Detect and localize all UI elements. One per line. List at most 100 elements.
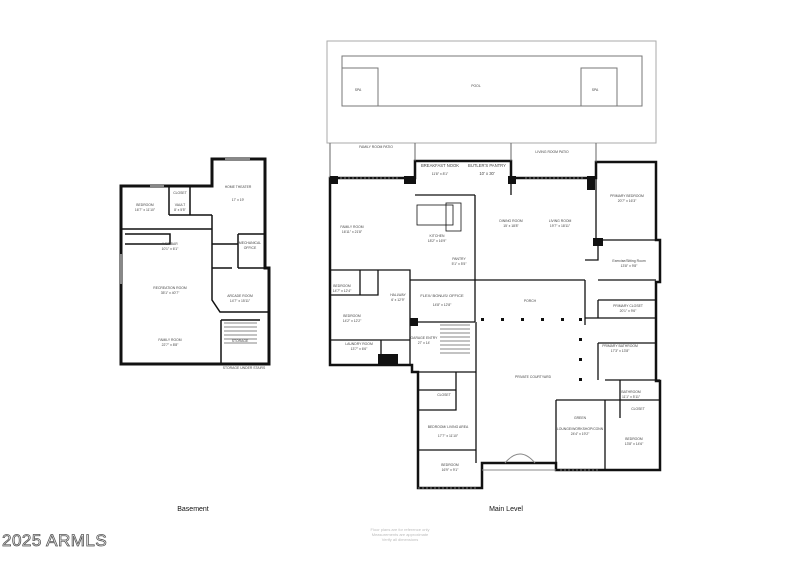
room-exercise-dim: 13'8" x 9'8": [621, 264, 639, 268]
label-spa-left: SPA: [355, 88, 362, 92]
room-bedroom-left: BEDROOM: [343, 314, 361, 318]
room-green: GREEN: [574, 416, 587, 420]
room-garage-entry-dim: 27' x 14': [418, 341, 431, 345]
front-walk: [482, 453, 556, 471]
room-living-dim: 19'7" x 18'11": [550, 224, 571, 228]
room-family-room: FAMILY ROOM: [340, 225, 363, 229]
room-bedroom-bottom: BEDROOM: [441, 463, 459, 467]
room-laundry: LAUNDRY ROOM: [345, 342, 373, 346]
room-primary-closet-dim: 20'1" x 9'6": [620, 309, 638, 313]
room-dining: DINING ROOM: [499, 219, 523, 223]
room-private-courtyard: PRIVATE COURTYARD: [515, 375, 552, 379]
main-level-plan: [326, 40, 662, 490]
room-family-basement-dim: 22'7" x 8'8": [162, 343, 180, 347]
room-arcade-dim: 14'7" x 15'11": [230, 299, 251, 303]
basement-outer-wall: [119, 157, 271, 366]
courtyard-columns: [481, 318, 582, 381]
basement-interior-walls: [121, 186, 269, 364]
room-hallway: HALLWAY: [390, 293, 406, 297]
pool: [341, 55, 643, 107]
room-exercise: Exercise/Sitting Room: [612, 259, 646, 263]
room-pantry: PANTRY: [452, 257, 466, 261]
room-primary-bedroom-dim: 20'7" x 16'3": [618, 199, 637, 203]
room-bathroom-right-dim: 11'1" x 5'11": [622, 395, 641, 399]
room-vault-dim: 8' x 5'5": [174, 208, 187, 212]
room-wet-bar: WET BAR: [162, 242, 178, 246]
room-bedroom-right: BEDROOM: [625, 437, 643, 441]
room-bedroom-bottom-dim: 16'9" x 9'1": [442, 468, 460, 472]
room-primary-closet: PRIMARY CLOSET: [613, 304, 643, 308]
room-laundry-dim: 13'7" x 6'6": [351, 347, 369, 351]
room-primary-bedroom: PRIMARY BEDROOM: [610, 194, 644, 198]
label-pool: POOL: [471, 84, 481, 88]
wall-blocks: [330, 176, 603, 364]
room-recreation-dim: 35'1" x 40'7": [161, 291, 180, 295]
room-living: LIVING ROOM: [549, 219, 572, 223]
room-vault: VAULT: [175, 203, 185, 207]
room-mechanical: MECHANICAL: [239, 241, 261, 245]
label-spa-right: SPA: [592, 88, 599, 92]
room-dining-dim: 15' x 18'8": [503, 224, 519, 228]
footnote-line-3: Verify all dimensions: [381, 537, 419, 542]
room-storage: STORAGE: [232, 339, 249, 343]
main-windows: [340, 177, 600, 489]
spa-left: [341, 67, 379, 107]
footnote-line-1: Floor plans are for reference only: [370, 527, 430, 532]
room-porch: PORCH: [524, 299, 537, 303]
room-family-room-dim: 16'11" x 21'8": [342, 230, 363, 234]
room-closet-right: CLOSET: [631, 407, 645, 411]
room-kitchen: KITCHEN: [430, 234, 445, 238]
room-bedroom-far-left: BEDROOM: [333, 284, 351, 288]
pool-deck: [326, 40, 657, 144]
basement-windows: [120, 158, 250, 284]
room-breakfast: BREAKFAST NOOK: [421, 163, 459, 168]
room-bedroom-living-dim: 17'7" x 11'10": [438, 434, 459, 438]
room-flex-dim: 14'8" x 12'8": [433, 303, 452, 307]
room-recreation: RECREATION ROOM: [153, 286, 187, 290]
room-storage-under: STORAGE UNDER STAIRS: [223, 366, 266, 370]
copyright-watermark: 2025 ARMLS: [2, 531, 108, 551]
kitchen-counter: [445, 202, 462, 232]
room-closet-hall: CLOSET: [437, 393, 451, 397]
main-outer-wall: [328, 159, 662, 490]
room-flex: FLEX/ BONUS/ OFFICE: [420, 293, 464, 298]
room-lounge: LOUNGE/WORKSHOP/CONN: [557, 427, 604, 431]
room-butlers-dim: 10' x 30': [479, 171, 495, 176]
room-garage-entry: GARAGE ENTRY: [411, 336, 439, 340]
room-wet-bar-dim: 10'1" x 6'1": [162, 247, 180, 251]
room-bathroom-right: BATHROOM: [621, 390, 641, 394]
room-bedroom-far-left-dim: 14'7" x 12'4": [333, 289, 352, 293]
room-bedroom-living: BEDROOM/ LIVING AREA: [428, 425, 469, 429]
room-primary-bath: PRIMARY BATHROOM: [602, 344, 638, 348]
room-home-theater-dim: 17' x 19': [232, 198, 245, 202]
kitchen-island: [416, 204, 454, 226]
room-lounge-dim: 24'4" x 19'2": [571, 432, 590, 436]
basement-plan: [119, 157, 271, 366]
room-closet-basement: CLOSET: [173, 191, 187, 195]
room-breakfast-dim: 11'8" x 8'1": [432, 172, 449, 176]
room-bedroom-left-dim: 14'2" x 12'2": [343, 319, 362, 323]
room-home-theater: HOME THEATER: [225, 185, 252, 189]
room-arcade: ARCADE ROOM: [227, 294, 253, 298]
room-bedroom-basement-dim: 16'7" x 11'10": [135, 208, 156, 212]
basement-stairs: [224, 322, 257, 344]
room-bedroom-right-dim: 13'8" x 14'6": [625, 442, 644, 446]
room-butlers: BUTLER'S PANTRY: [468, 163, 506, 168]
room-mechanical-dim: OFFICE: [244, 246, 257, 250]
room-hallway-dim: 6' x 12'9": [391, 298, 405, 302]
main-stairs: [440, 324, 470, 354]
label-family-patio: FAMILY ROOM PATIO: [359, 145, 393, 149]
room-bedroom-basement: BEDROOM: [136, 203, 154, 207]
label-living-patio: LIVING ROOM PATIO: [535, 150, 569, 154]
main-level-caption: Main Level: [489, 506, 523, 513]
footnote: Floor plans are for reference only Measu…: [320, 527, 480, 542]
room-pantry-dim: 5'1" x 5'5": [452, 262, 468, 266]
footnote-line-2: Measurements are approximate: [371, 532, 429, 537]
room-kitchen-dim: 18'2" x 16'9": [428, 239, 447, 243]
spa-right: [580, 67, 618, 107]
room-family-basement: FAMILY ROOM: [158, 338, 181, 342]
patio-edges: [329, 143, 597, 178]
main-interior-walls: [330, 178, 660, 470]
room-primary-bath-dim: 17'3" x 13'8": [611, 349, 630, 353]
